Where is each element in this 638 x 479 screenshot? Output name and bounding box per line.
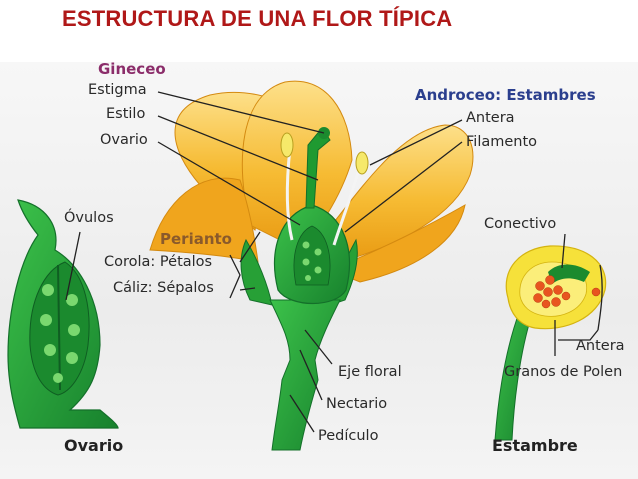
label-pedicel: Pedículo: [318, 428, 379, 444]
caption-stamen: Estambre: [492, 436, 578, 455]
leader-lines: [65, 91, 603, 433]
label-filament: Filamento: [466, 134, 538, 150]
label-style: Estilo: [106, 106, 146, 122]
label-ovary: Ovario: [100, 132, 148, 148]
petals: [149, 80, 474, 283]
label-stigma: Estigma: [88, 82, 147, 98]
label-anther: Antera: [466, 110, 515, 126]
ovary-detail: [7, 199, 119, 429]
label-nectary: Nectario: [326, 396, 388, 412]
label-connective: Conectivo: [484, 216, 557, 232]
gynoecium-header: Gineceo: [98, 60, 166, 78]
label-anther-detail: Antera: [576, 338, 625, 354]
androecium-header: Androceo: Estambres: [415, 86, 596, 104]
label-ovules: Óvulos: [64, 210, 114, 226]
label-calyx: Cáliz: Sépalos: [113, 280, 214, 296]
page-title: ESTRUCTURA DE UNA FLOR TÍPICA: [62, 6, 453, 31]
flower-green-parts: [240, 127, 369, 451]
caption-ovary: Ovario: [64, 436, 124, 455]
label-pollen-grains: Granos de Polen: [504, 364, 623, 380]
label-floral-axis: Eje floral: [338, 364, 402, 380]
stamen-detail: [494, 245, 607, 441]
label-corolla: Corola: Pétalos: [104, 254, 213, 270]
pollen-grains: [533, 275, 601, 309]
perianth-header: Perianto: [160, 230, 232, 248]
